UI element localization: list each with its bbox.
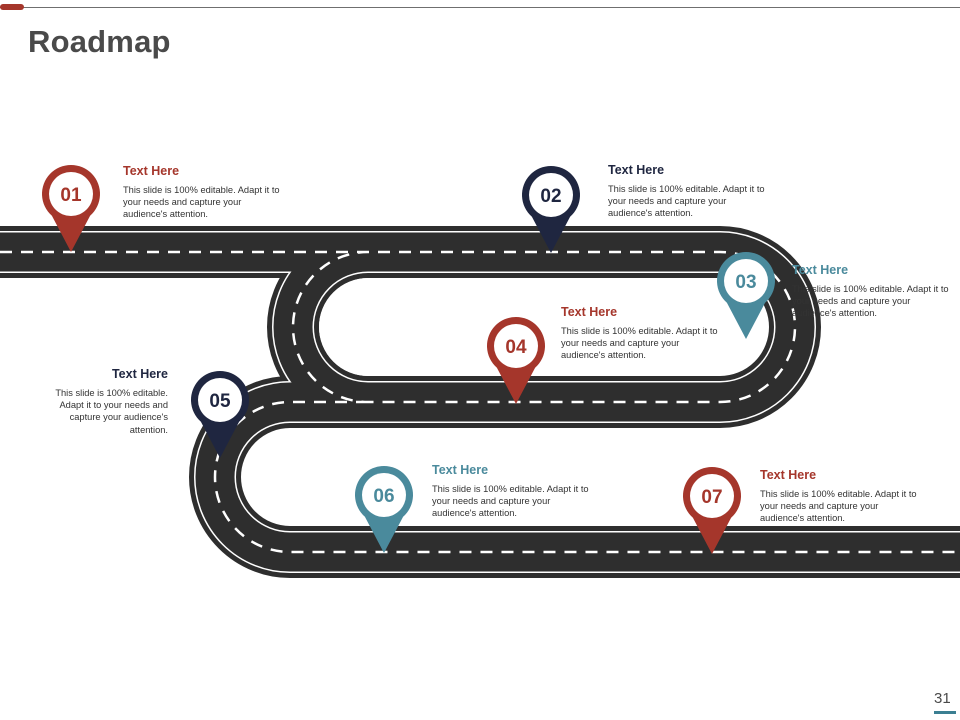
milestone-body: This slide is 100% editable. Adapt it to… xyxy=(123,185,280,220)
page-number-underline xyxy=(934,711,956,714)
milestone-heading: Text Here xyxy=(123,164,180,178)
milestone-heading: Text Here xyxy=(760,468,817,482)
map-pin-number: 04 xyxy=(505,337,527,358)
map-pin-inner xyxy=(49,172,93,216)
map-pin-number: 02 xyxy=(540,186,561,207)
map-pin-02: 02 xyxy=(522,165,580,253)
milestone-heading: Text Here xyxy=(792,263,849,277)
map-pin-inner xyxy=(724,259,768,303)
map-pin-01: 01 xyxy=(42,164,100,252)
milestone-text-02: Text Here This slide is 100% editable. A… xyxy=(608,163,768,220)
map-pin-inner xyxy=(198,378,242,422)
top-divider-line xyxy=(0,7,960,8)
milestone-text-01: Text Here This slide is 100% editable. A… xyxy=(123,164,283,221)
milestone-heading: Text Here xyxy=(561,305,618,319)
map-pin-number: 05 xyxy=(209,391,231,412)
road-loop-center xyxy=(319,278,417,376)
map-pin-03: 03 xyxy=(716,251,775,339)
map-pin-07: 07 xyxy=(683,466,741,554)
milestone-text-04: Text Here This slide is 100% editable. A… xyxy=(561,305,721,362)
top-accent-mark xyxy=(0,4,24,10)
map-pin-05: 05 xyxy=(191,370,250,458)
map-pin-number: 01 xyxy=(60,185,82,206)
map-pin-inner xyxy=(494,324,538,368)
milestone-body: This slide is 100% editable. Adapt it to… xyxy=(561,326,718,361)
milestone-body: This slide is 100% editable. Adapt it to… xyxy=(760,489,917,524)
map-pin-inner xyxy=(690,474,734,518)
map-pin-inner xyxy=(529,173,573,217)
milestone-heading: Text Here xyxy=(111,367,168,381)
milestone-body: This slide is 100% editable. Adapt it to… xyxy=(55,388,168,435)
milestone-text-06: Text Here This slide is 100% editable. A… xyxy=(432,463,592,520)
milestone-body: This slide is 100% editable. Adapt it to… xyxy=(432,484,589,519)
milestone-text-03: Text Here This slide is 100% editable. A… xyxy=(792,263,952,320)
map-pin-06: 06 xyxy=(355,465,413,553)
milestone-heading: Text Here xyxy=(432,463,489,477)
page-title: Roadmap xyxy=(28,24,171,59)
map-pin-04: 04 xyxy=(486,316,545,404)
milestone-text-05: Text Here This slide is 100% editable. A… xyxy=(8,367,168,436)
milestone-heading: Text Here xyxy=(608,163,665,177)
milestone-body: This slide is 100% editable. Adapt it to… xyxy=(792,284,949,319)
milestone-text-07: Text Here This slide is 100% editable. A… xyxy=(760,468,920,525)
map-pin-number: 06 xyxy=(373,486,394,507)
road-center-dashes xyxy=(0,250,960,554)
milestone-body: This slide is 100% editable. Adapt it to… xyxy=(608,184,765,219)
map-pin-number: 03 xyxy=(735,272,756,293)
map-pin-number: 07 xyxy=(701,487,722,508)
map-pin-inner xyxy=(362,473,406,517)
page-number: 31 xyxy=(934,690,951,707)
